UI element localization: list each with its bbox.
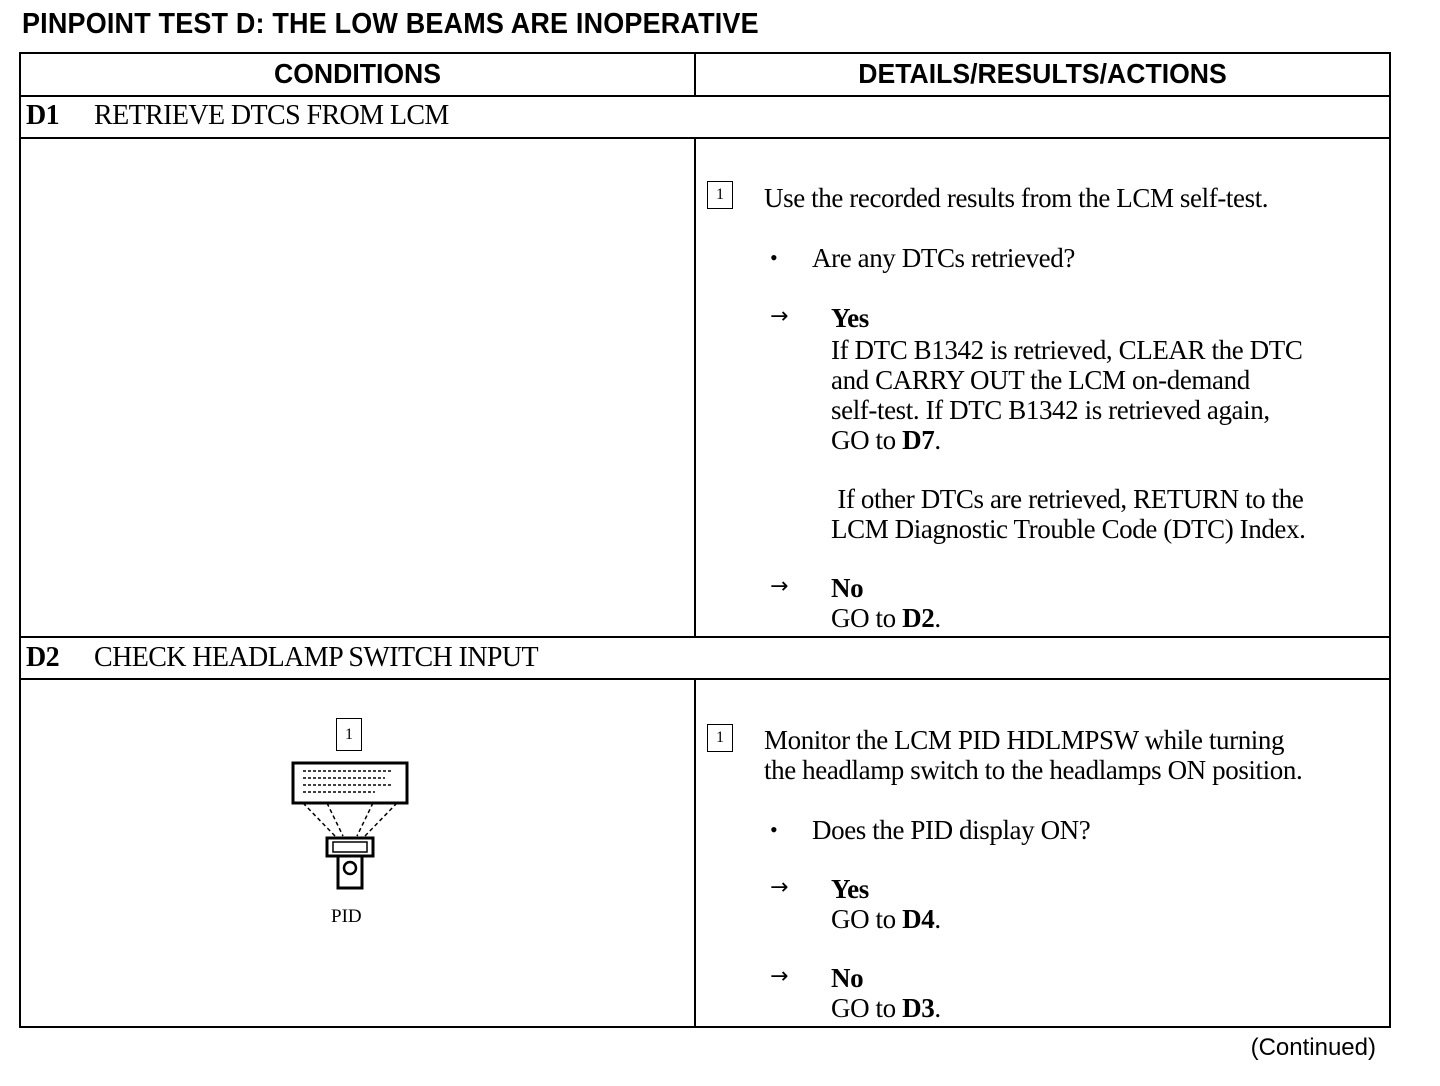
goto-target: D2 xyxy=(902,603,935,633)
d2-no-goto: GO to D3. xyxy=(831,993,941,1023)
table-divider xyxy=(19,636,1391,638)
table-divider xyxy=(19,95,1391,97)
bullet-icon: • xyxy=(770,817,778,842)
table-divider xyxy=(19,137,1391,139)
d1-no-goto: GO to D2. xyxy=(831,603,941,633)
d1-instruction: Use the recorded results from the LCM se… xyxy=(764,183,1269,213)
step-d1-heading: D1 RETRIEVE DTCS FROM LCM xyxy=(26,100,449,132)
bullet-icon: • xyxy=(770,245,778,270)
d1-other-line: If other DTCs are retrieved, RETURN to t… xyxy=(831,484,1304,514)
d2-instruction-line: Monitor the LCM PID HDLMPSW while turnin… xyxy=(764,725,1285,755)
pinpoint-table xyxy=(19,52,1391,1028)
arrow-right-icon: → xyxy=(770,304,789,329)
column-divider xyxy=(694,137,696,637)
column-divider xyxy=(694,678,696,1028)
figure-step-box: 1 xyxy=(336,718,362,751)
d2-yes-goto: GO to D4. xyxy=(831,904,941,934)
step-d2-heading: D2 CHECK HEADLAMP SWITCH INPUT xyxy=(26,642,539,674)
d2-question: Does the PID display ON? xyxy=(812,815,1091,845)
goto-target: D3 xyxy=(902,993,935,1023)
d1-no-label: No xyxy=(831,573,864,603)
d2-yes-label: Yes xyxy=(831,874,869,904)
goto-target: D7 xyxy=(902,425,935,455)
step-title: RETRIEVE DTCS FROM LCM xyxy=(94,100,449,131)
d1-yes-goto: GO to D7. xyxy=(831,425,941,455)
step-id: D2 xyxy=(26,642,60,673)
d2-instruction-line: the headlamp switch to the headlamps ON … xyxy=(764,755,1303,785)
step-number-box: 1 xyxy=(707,181,733,209)
column-divider xyxy=(694,52,696,96)
conditions-column-header: CONDITIONS xyxy=(274,58,441,89)
d1-yes-line: If DTC B1342 is retrieved, CLEAR the DTC xyxy=(831,335,1303,365)
arrow-right-icon: → xyxy=(770,875,789,900)
d1-question: Are any DTCs retrieved? xyxy=(812,243,1075,273)
goto-target: D4 xyxy=(902,904,935,934)
arrow-right-icon: → xyxy=(770,964,789,989)
step-id: D1 xyxy=(26,100,60,131)
page-title: PINPOINT TEST D: THE LOW BEAMS ARE INOPE… xyxy=(22,8,759,40)
d1-yes-line: self-test. If DTC B1342 is retrieved aga… xyxy=(831,395,1270,425)
step-title: CHECK HEADLAMP SWITCH INPUT xyxy=(94,642,539,673)
step-number-box: 1 xyxy=(707,724,733,752)
continued-note: (Continued) xyxy=(1250,1034,1376,1061)
arrow-right-icon: → xyxy=(770,574,789,599)
details-column-header: DETAILS/RESULTS/ACTIONS xyxy=(858,58,1227,89)
d2-no-label: No xyxy=(831,963,864,993)
scan-tool-icon xyxy=(291,761,409,890)
d1-yes-label: Yes xyxy=(831,303,869,333)
d1-other-line: LCM Diagnostic Trouble Code (DTC) Index. xyxy=(831,514,1306,544)
table-divider xyxy=(19,678,1391,680)
d1-yes-line: and CARRY OUT the LCM on-demand xyxy=(831,365,1250,395)
figure-caption: PID xyxy=(331,906,362,927)
